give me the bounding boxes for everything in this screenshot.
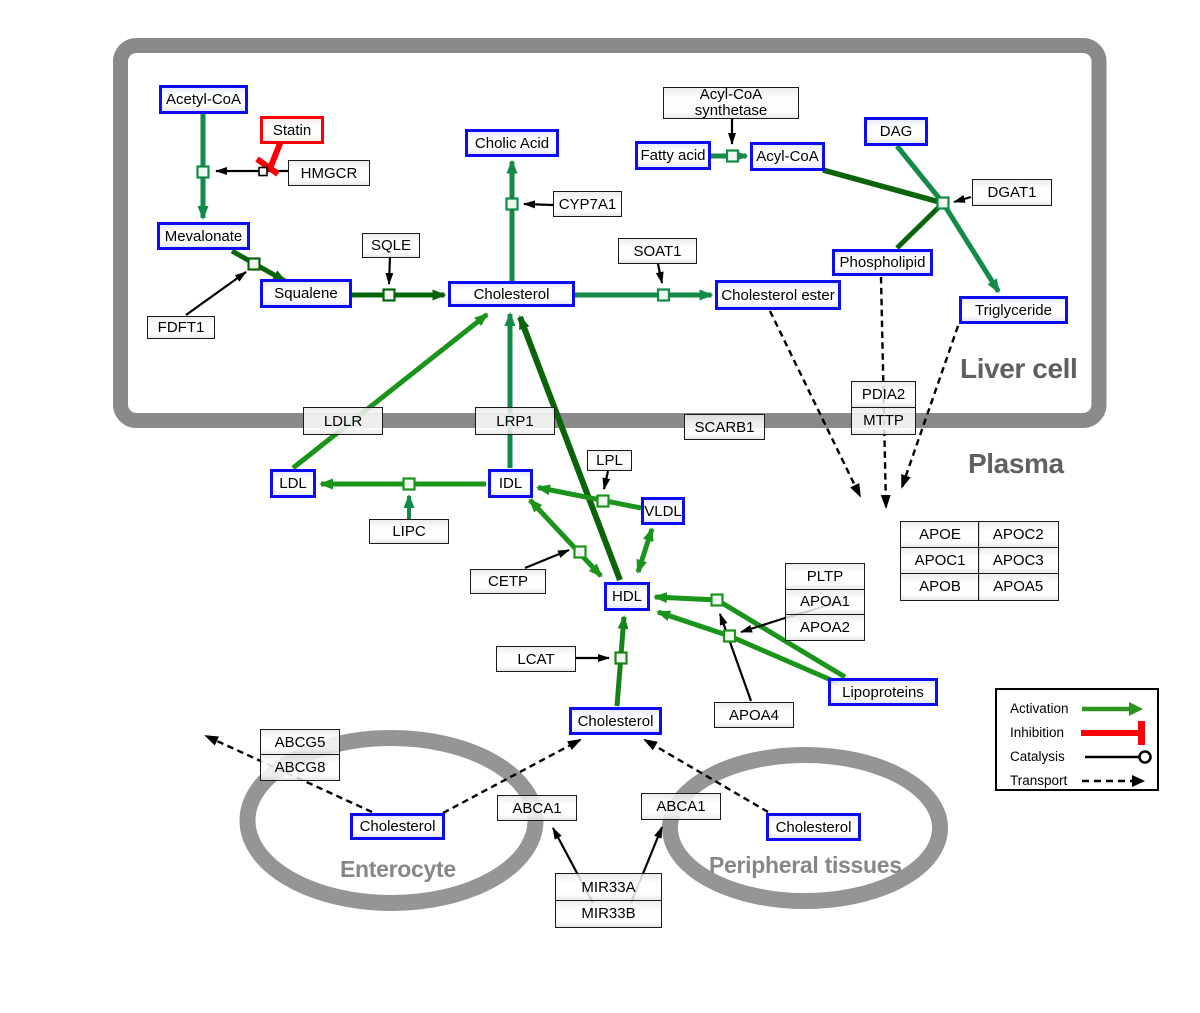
- svg-text:Inhibition: Inhibition: [1010, 725, 1064, 740]
- svg-text:Catalysis: Catalysis: [1010, 749, 1065, 764]
- svg-text:Transport: Transport: [1010, 773, 1068, 788]
- svg-text:Activation: Activation: [1010, 701, 1069, 716]
